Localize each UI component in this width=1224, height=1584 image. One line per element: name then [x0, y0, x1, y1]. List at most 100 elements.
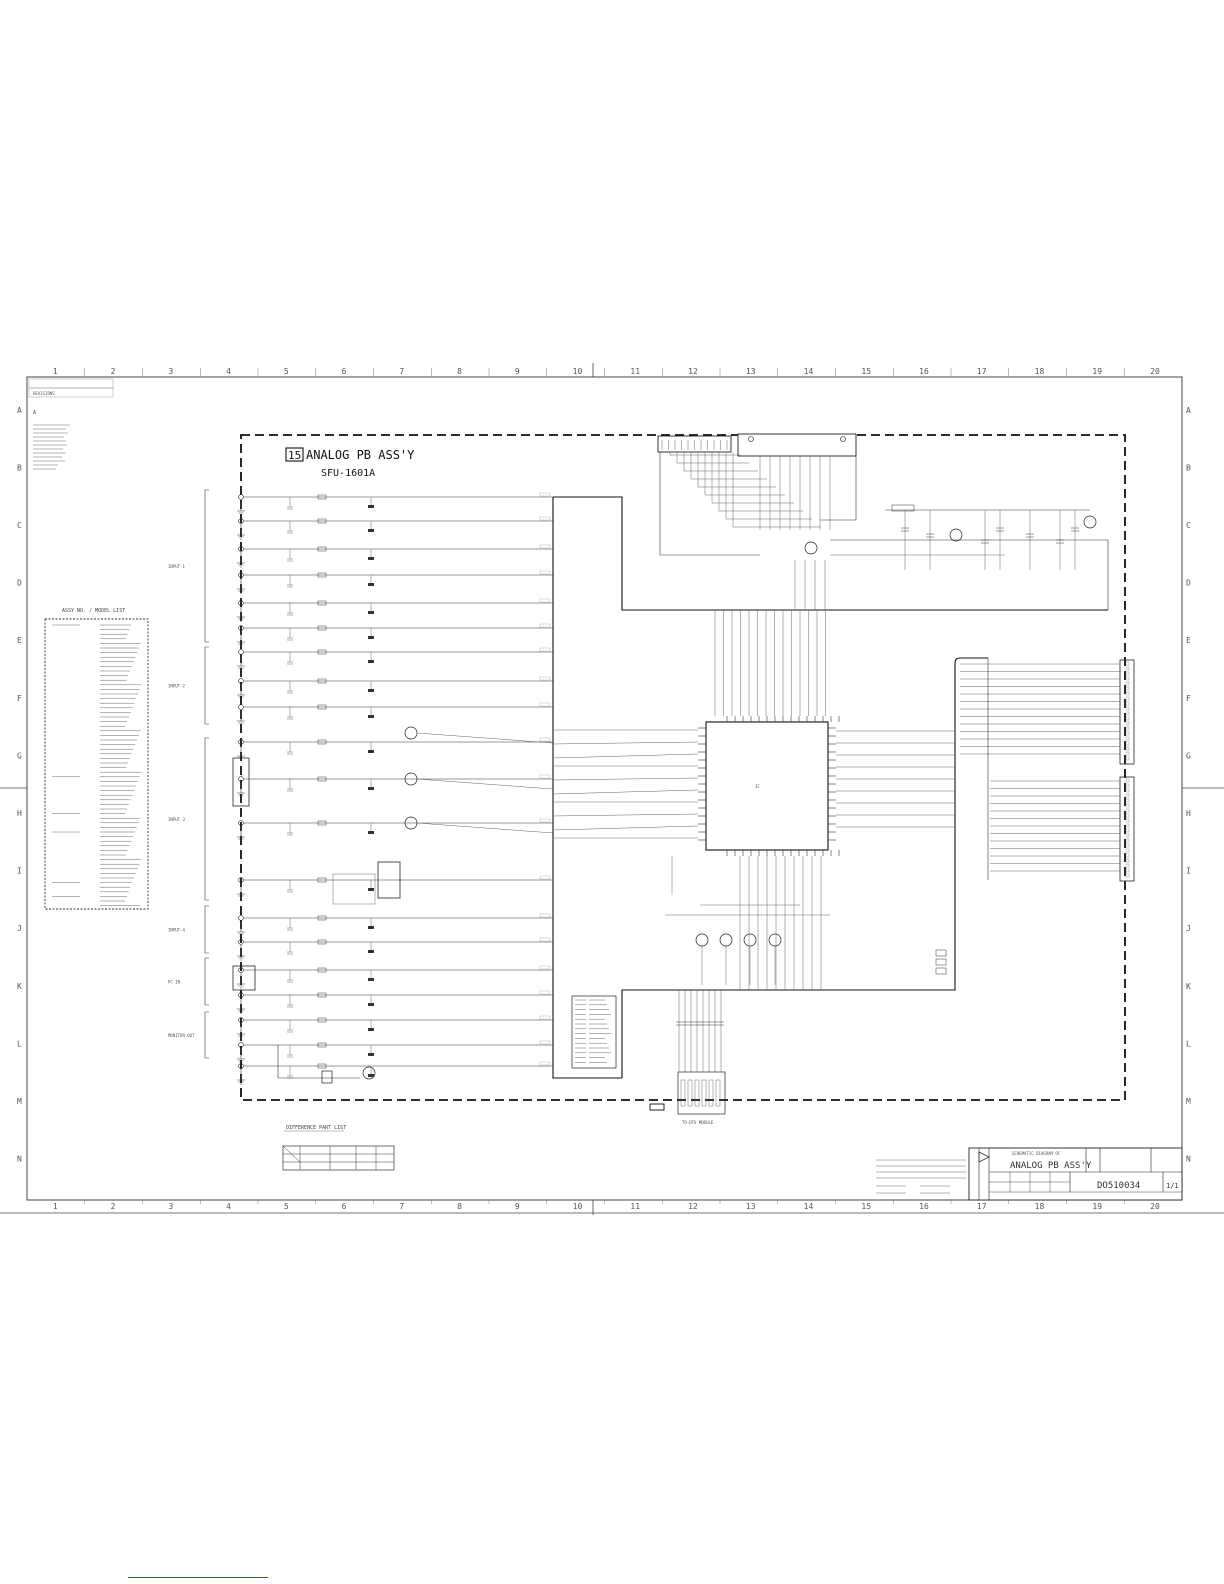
group-bracket [204, 1011, 209, 1059]
group-bracket [204, 737, 209, 901]
input-group-label: MONITOR-OUT [168, 1033, 195, 1038]
row-label-right: I [1186, 867, 1191, 876]
row-label-right: F [1186, 694, 1191, 703]
column-label-bottom: 5 [284, 1202, 289, 1211]
input-group-label: INPUT-4 [168, 928, 185, 933]
column-label-bottom: 20 [1150, 1202, 1160, 1211]
column-label-top: 15 [861, 367, 871, 376]
ground-symbol-icon [237, 836, 245, 842]
row-label-left: M [17, 1097, 22, 1106]
small-legend [935, 949, 947, 975]
group-bracket [204, 905, 209, 954]
row-label-right: C [1186, 521, 1191, 530]
ground-symbol-icon [237, 955, 245, 961]
pc-in-connector [232, 965, 256, 991]
column-label-top: 8 [457, 367, 462, 376]
dtv-module-label: TO-DTV MODULE [682, 1120, 714, 1125]
input-group-label: INPUT-1 [168, 564, 185, 569]
row-label-left: E [17, 636, 22, 645]
main-ic: IC [552, 716, 955, 856]
ground-symbol-icon [237, 931, 245, 937]
column-label-top: 13 [746, 367, 756, 376]
column-label-bottom: 19 [1092, 1202, 1102, 1211]
assy-list-title: ASSY NO. / MODEL LIST [62, 608, 125, 614]
ic-top-lines [714, 610, 826, 716]
row-label-left: B [17, 463, 22, 472]
column-label-top: 6 [342, 367, 347, 376]
column-label-top: 11 [630, 367, 640, 376]
column-label-bottom: 7 [399, 1202, 404, 1211]
column-label-bottom: 2 [111, 1202, 116, 1211]
bottom-link-underline[interactable] [128, 1577, 268, 1578]
top-connector-left [657, 435, 760, 556]
assy-model-list: ASSY NO. / MODEL LIST [44, 608, 149, 910]
column-label-bottom: 8 [457, 1202, 462, 1211]
small-ic [377, 861, 401, 899]
row-label-right: B [1186, 463, 1191, 472]
svg-text:IC: IC [755, 784, 760, 789]
ground-symbol-icon [237, 534, 245, 540]
row-label-left: J [17, 924, 22, 933]
column-label-bottom: 12 [688, 1202, 698, 1211]
row-label-left: A [17, 406, 22, 415]
column-label-bottom: 17 [977, 1202, 987, 1211]
difference-list-title: DIFFERENCE PART LIST [286, 1125, 346, 1131]
ground-symbol-icon [237, 1079, 245, 1085]
title-block-drawing-number: DO510034 [1097, 1181, 1140, 1191]
column-label-top: 16 [919, 367, 929, 376]
title-name: ANALOG PB ASS'Y [306, 448, 415, 462]
title-block-name: ANALOG PB ASS'Y [1010, 1161, 1092, 1171]
ground-symbol-icon [237, 510, 245, 516]
column-label-bottom: 14 [804, 1202, 814, 1211]
row-label-left: H [17, 809, 22, 818]
title-model: SFU-1601A [321, 468, 375, 479]
column-label-bottom: 10 [573, 1202, 583, 1211]
group-bracket [204, 957, 209, 1006]
revision-header: REVISIONS [33, 391, 55, 396]
below-ic-circuit [665, 856, 830, 990]
column-label-bottom: 1 [53, 1202, 58, 1211]
ground-symbol-icon [237, 641, 245, 647]
column-label-bottom: 16 [919, 1202, 929, 1211]
row-label-right: A [1186, 406, 1191, 415]
row-label-left: C [17, 521, 22, 530]
column-label-top: 20 [1150, 367, 1160, 376]
column-label-top: 3 [168, 367, 173, 376]
dtv-module-connector: TO-DTV MODULE [649, 990, 726, 1125]
column-label-top: 19 [1092, 367, 1102, 376]
row-label-left: L [17, 1039, 22, 1048]
column-label-bottom: 18 [1035, 1202, 1045, 1211]
right-connector-lower [1119, 776, 1135, 882]
revision-block: REVISIONS A [28, 378, 114, 470]
warning-triangle-icon [978, 1151, 990, 1163]
input-group-label: INPUT-3 [168, 817, 185, 822]
row-label-left: K [17, 982, 22, 991]
column-label-bottom: 9 [515, 1202, 520, 1211]
main-bus [552, 496, 1108, 1079]
column-label-top: 18 [1035, 367, 1045, 376]
right-wires [960, 658, 1130, 880]
top-connector-right [737, 433, 857, 521]
board-title: 15 ANALOG PB ASS'Y SFU-1601A [285, 447, 415, 479]
revision-symbol: A [33, 410, 36, 416]
group-bracket [204, 489, 209, 643]
input-channels [232, 492, 554, 1085]
ground-symbol-icon [237, 1008, 245, 1014]
column-label-top: 9 [515, 367, 520, 376]
title-block-sheet: 1/1 [1166, 1182, 1179, 1190]
column-label-top: 7 [399, 367, 404, 376]
row-label-left: N [17, 1155, 22, 1164]
input-group-label: PC-IN [168, 980, 181, 985]
title-badge: 15 [288, 449, 301, 462]
input-group-label: INPUT-2 [168, 684, 185, 689]
ground-symbol-icon [237, 792, 245, 798]
row-label-right: E [1186, 636, 1191, 645]
column-label-bottom: 6 [342, 1202, 347, 1211]
connector-note-table [571, 995, 617, 1069]
ground-symbol-icon [237, 1058, 245, 1064]
row-label-left: I [17, 867, 22, 876]
row-label-right: H [1186, 809, 1191, 818]
ground-symbol-icon [237, 893, 245, 899]
